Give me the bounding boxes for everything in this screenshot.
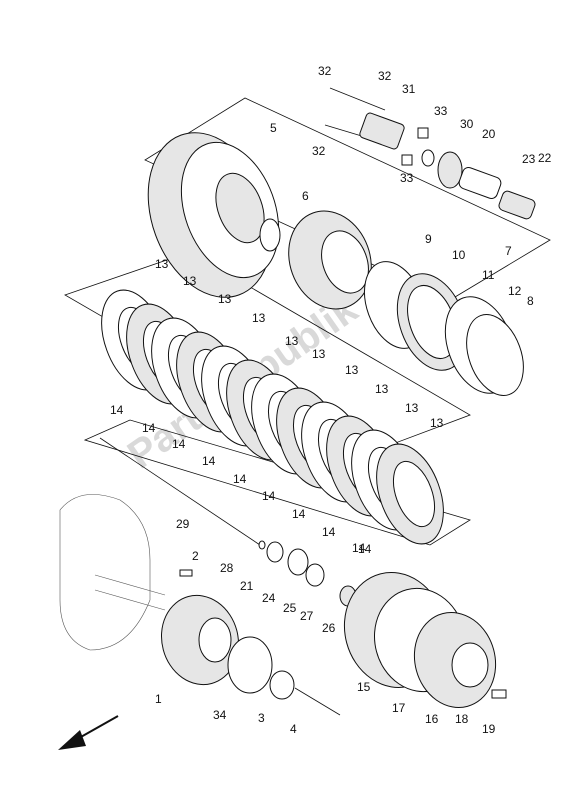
callout-24: 24 bbox=[262, 591, 276, 605]
direction-arrow-icon bbox=[58, 715, 119, 750]
callout-6: 6 bbox=[302, 189, 309, 203]
callout-14: 14 bbox=[358, 542, 372, 556]
callout-20: 20 bbox=[482, 127, 496, 141]
clutch-housing bbox=[147, 132, 280, 298]
callout-32: 32 bbox=[312, 144, 326, 158]
engine-shaft bbox=[94, 574, 166, 611]
callout-1: 1 bbox=[155, 692, 162, 706]
callout-14: 14 bbox=[233, 472, 247, 486]
callout-13: 13 bbox=[312, 347, 326, 361]
release-mechanism bbox=[324, 87, 536, 220]
primary-gear-group bbox=[160, 594, 341, 716]
callout-8: 8 bbox=[527, 294, 534, 308]
callout-11: 11 bbox=[482, 268, 495, 282]
callout-14: 14 bbox=[292, 507, 306, 521]
clutch-boss bbox=[259, 210, 372, 310]
callout-25: 25 bbox=[283, 601, 297, 615]
callout-4: 4 bbox=[290, 722, 297, 736]
callout-23: 23 bbox=[522, 152, 536, 166]
callout-22: 22 bbox=[538, 151, 552, 165]
callout-14: 14 bbox=[352, 541, 366, 555]
callout-9: 9 bbox=[425, 232, 432, 246]
callout-32: 32 bbox=[378, 69, 392, 83]
callout-15: 15 bbox=[357, 680, 371, 694]
callout-33: 33 bbox=[400, 171, 414, 185]
callout-34: 34 bbox=[213, 708, 227, 722]
callout-13: 13 bbox=[285, 334, 299, 348]
callout-32: 32 bbox=[318, 64, 332, 78]
callout-12: 12 bbox=[508, 284, 522, 298]
callout-13: 13 bbox=[183, 274, 197, 288]
callout-7: 7 bbox=[505, 244, 512, 258]
callout-26: 26 bbox=[322, 621, 336, 635]
callout-16: 16 bbox=[425, 712, 439, 726]
engine-case-outline bbox=[59, 494, 151, 651]
callout-14: 14 bbox=[172, 437, 186, 451]
lower-plates-frame bbox=[83, 419, 471, 546]
callout-19: 19 bbox=[482, 722, 496, 736]
callout-13: 13 bbox=[405, 401, 419, 415]
plate-bore bbox=[392, 460, 436, 528]
callout-13: 13 bbox=[155, 257, 169, 271]
callout-28: 28 bbox=[220, 561, 234, 575]
callout-29: 29 bbox=[176, 517, 190, 531]
callout-13: 13 bbox=[252, 311, 266, 325]
callout-14: 14 bbox=[202, 454, 216, 468]
push-rod bbox=[99, 437, 261, 546]
callout-30: 30 bbox=[460, 117, 474, 131]
callout-13: 13 bbox=[218, 292, 232, 306]
callout-33: 33 bbox=[434, 104, 448, 118]
callout-14: 14 bbox=[322, 525, 336, 539]
callout-14: 14 bbox=[142, 421, 156, 435]
callout-17: 17 bbox=[392, 701, 406, 715]
callout-2: 2 bbox=[192, 549, 199, 563]
pressure-plate-group bbox=[364, 261, 524, 396]
callout-31: 31 bbox=[402, 82, 416, 96]
callout-5: 5 bbox=[270, 121, 277, 135]
callout-21: 21 bbox=[240, 579, 254, 593]
callout-27: 27 bbox=[300, 609, 314, 623]
clutch-cover-group bbox=[343, 572, 507, 709]
callout-3: 3 bbox=[258, 711, 265, 725]
callout-10: 10 bbox=[452, 248, 466, 262]
plate-stack bbox=[101, 289, 444, 545]
callout-13: 13 bbox=[375, 382, 389, 396]
callout-13: 13 bbox=[430, 416, 444, 430]
callout-14: 14 bbox=[262, 489, 276, 503]
callout-18: 18 bbox=[455, 712, 469, 726]
callout-14: 14 bbox=[110, 403, 124, 417]
callout-13: 13 bbox=[345, 363, 359, 377]
